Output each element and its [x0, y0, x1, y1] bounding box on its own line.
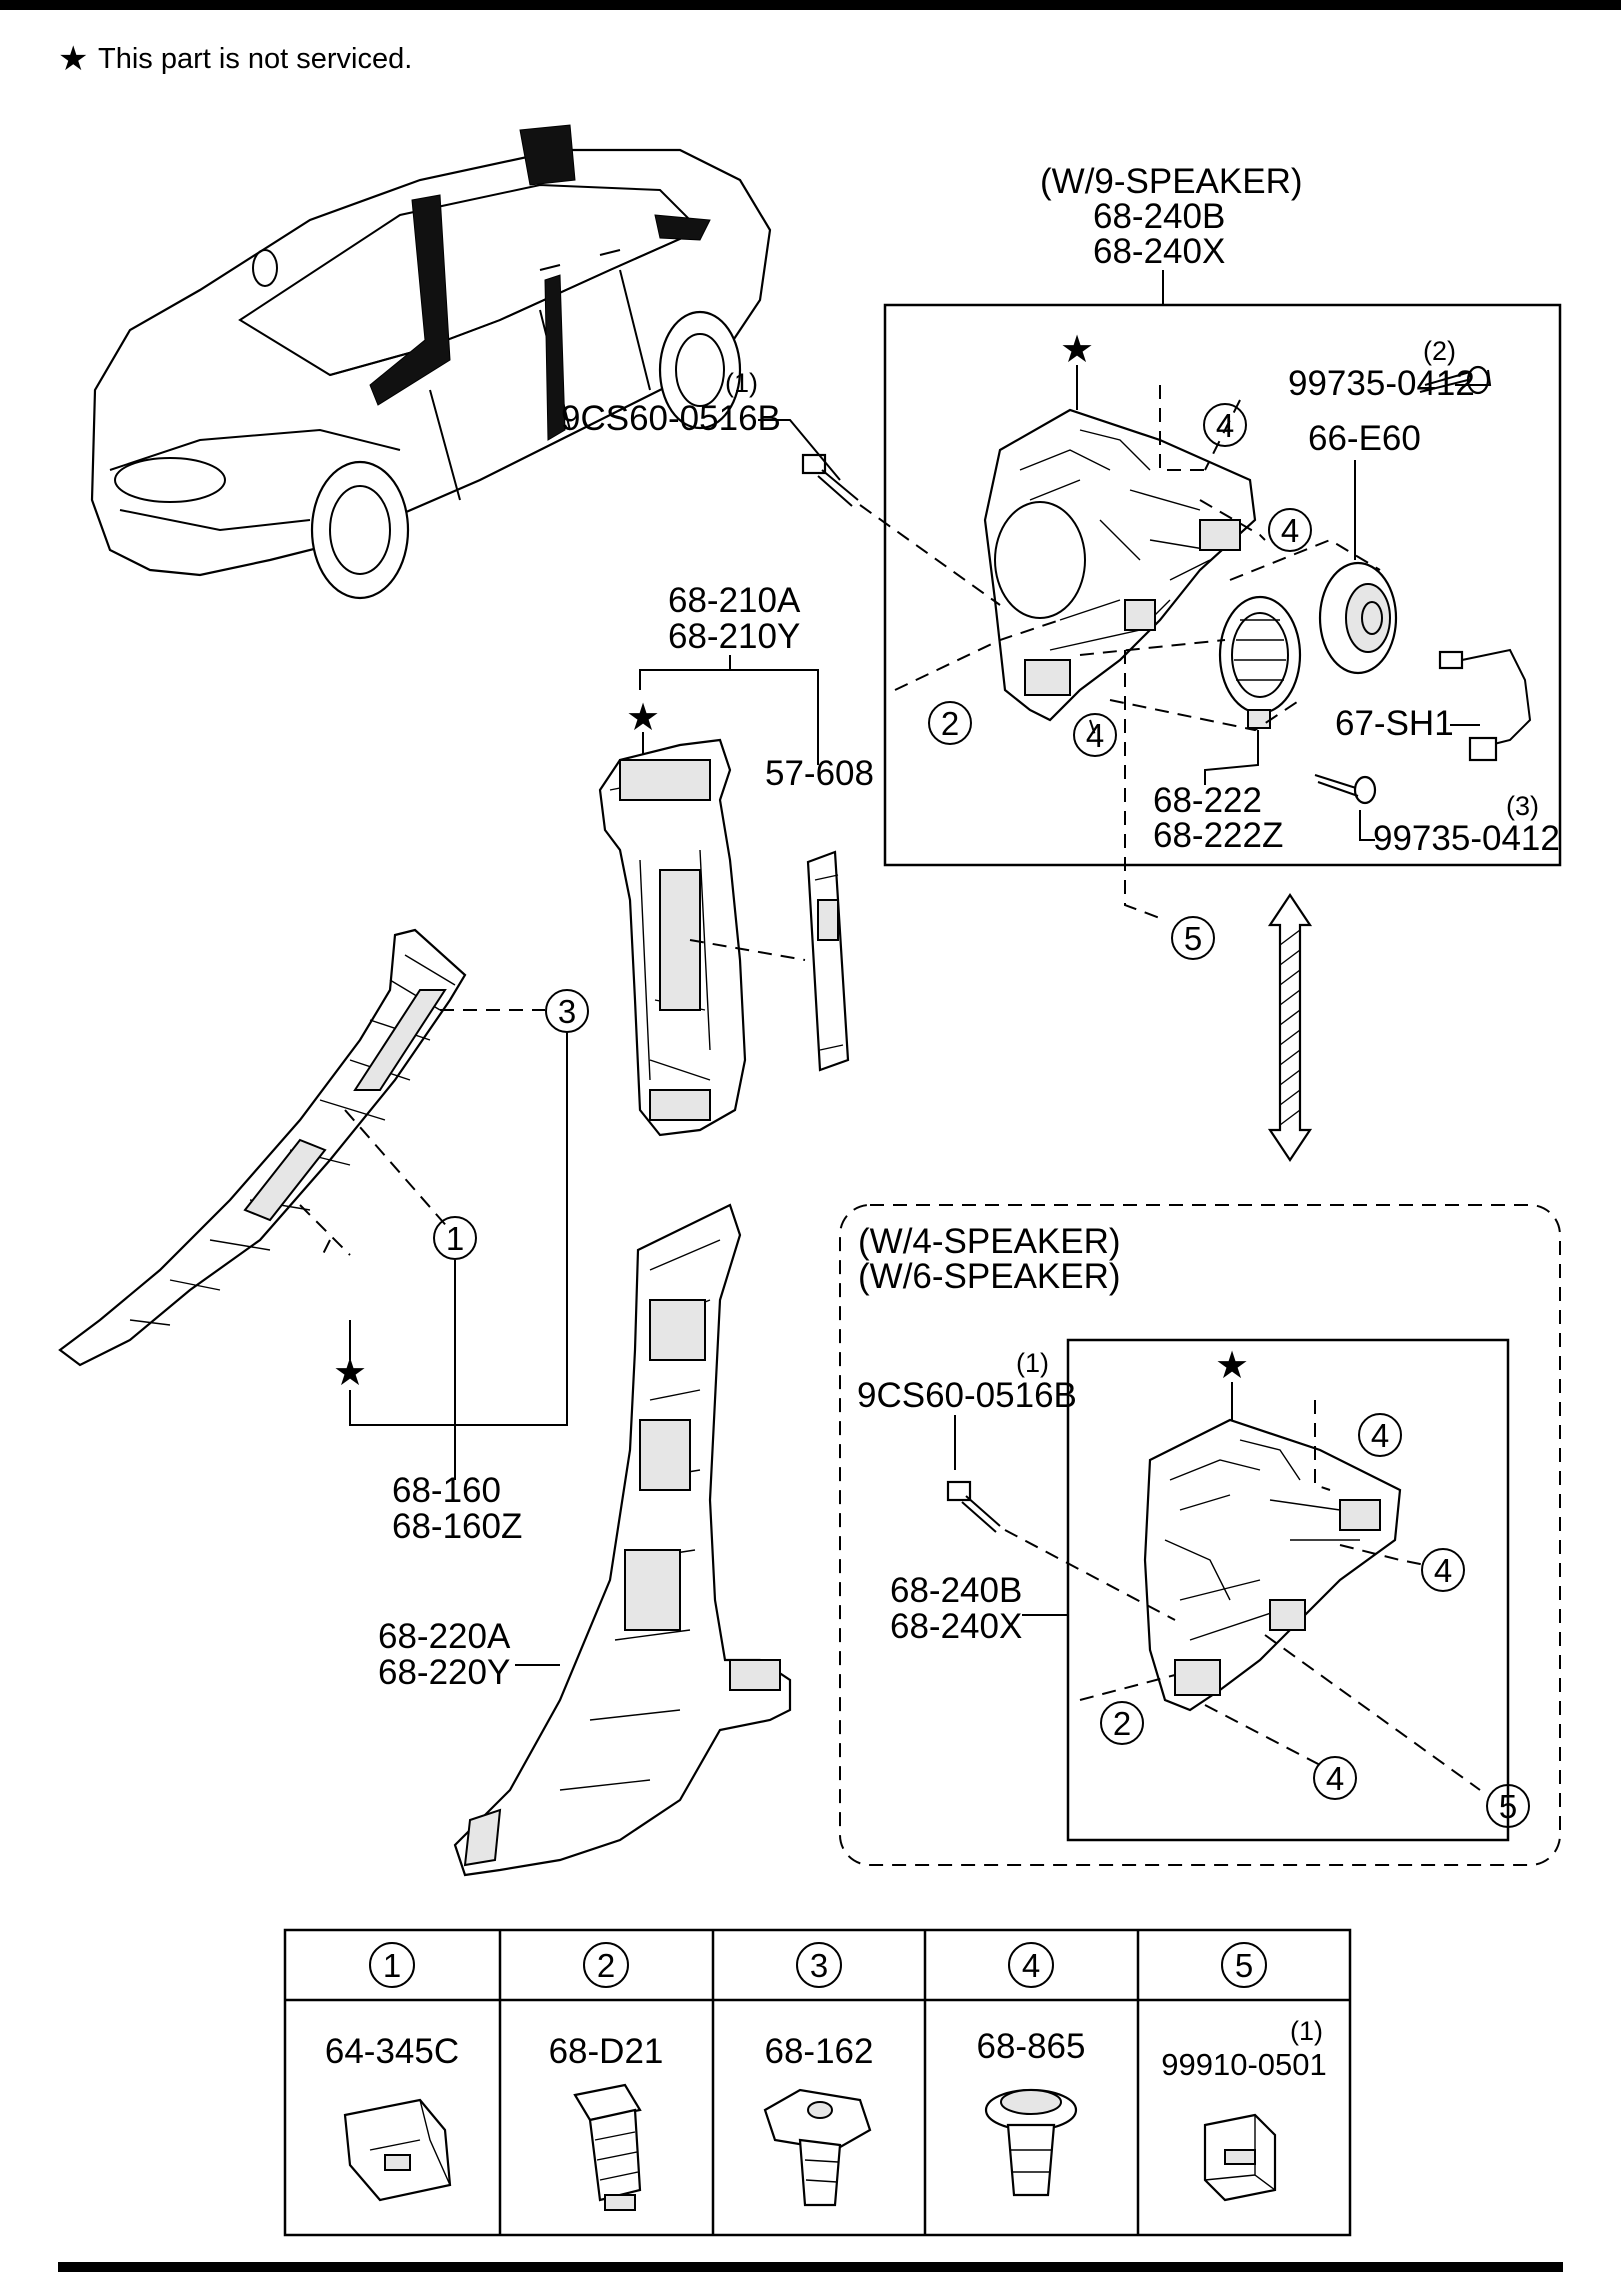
legend-header-4: 4 [1008, 1942, 1054, 1988]
label-q1-bottom: (1) [1016, 1348, 1049, 1378]
label-q3: (3) [1506, 791, 1539, 821]
callout-5-a: 5 [1171, 916, 1215, 960]
label-99735-b: 99735-0412 [1373, 819, 1560, 858]
legend-qty-5: (1) [1290, 2016, 1323, 2046]
square-clip-icon [1203, 2113, 1277, 2202]
legend-header-1: 1 [369, 1942, 415, 1988]
label-w4-68-240b: 68-240B [890, 1571, 1022, 1610]
callout-4-e: 4 [1421, 1548, 1465, 1592]
screw-99735-b [1314, 774, 1377, 805]
svg-text:2: 2 [941, 705, 959, 742]
label-68-160: 68-160 [392, 1471, 501, 1510]
w9-speaker-box [883, 303, 1562, 867]
callout-1-a: 1 [433, 1216, 477, 1260]
label-99735-a: 99735-0412 [1288, 364, 1475, 403]
label-w9-speaker: (W/9-SPEAKER) [1040, 162, 1303, 201]
svg-text:2: 2 [1113, 1705, 1131, 1742]
legend-part-4: 68-865 [977, 2027, 1086, 2066]
legend-header-3: 3 [796, 1942, 842, 1988]
label-w6-speaker: (W/6-SPEAKER) [858, 1257, 1121, 1296]
w4-w6-dashed-box [839, 1204, 1561, 1866]
not-serviced-note: This part is not serviced. [98, 43, 412, 75]
svg-text:1: 1 [446, 1220, 464, 1257]
push-clip-icon [573, 2083, 642, 2211]
label-q2: (2) [1423, 336, 1456, 366]
svg-text:1: 1 [383, 1947, 401, 1984]
svg-text:5: 5 [1184, 920, 1202, 957]
label-q1-top: (1) [725, 368, 758, 398]
label-66-e60: 66-E60 [1308, 419, 1421, 458]
callout-4-f: 4 [1313, 1756, 1357, 1800]
label-68-220y: 68-220Y [378, 1653, 510, 1692]
svg-text:4: 4 [1086, 717, 1104, 754]
trim-clip-icon [763, 2088, 872, 2207]
w4-star: ★ [1215, 1345, 1249, 1387]
label-57-608: 57-608 [765, 754, 874, 793]
svg-text:4: 4 [1326, 1760, 1344, 1797]
speaker-66-e60 [1318, 561, 1398, 675]
legend-part-3: 68-162 [765, 2032, 874, 2071]
a-pillar-trim [58, 928, 467, 1367]
legend-header-2: 2 [583, 1942, 629, 1988]
legend-part-2: 68-D21 [549, 2032, 664, 2071]
svg-text:5: 5 [1499, 1788, 1517, 1825]
bolt-9cs60-top [801, 453, 859, 507]
label-68-210y: 68-210Y [668, 617, 800, 656]
callout-2-a: 2 [928, 701, 972, 745]
callout-4-d: 4 [1358, 1413, 1402, 1457]
pillar-pad-57-608 [806, 850, 850, 1072]
callout-4-a: 4 [1203, 403, 1247, 447]
legend-part-5: 99910-0501 [1161, 2047, 1327, 2082]
harness-67-sh1 [1438, 648, 1532, 762]
svg-text:3: 3 [558, 993, 576, 1030]
top-rule [0, 0, 1621, 10]
callout-3-a: 3 [545, 989, 589, 1033]
label-68-222z: 68-222Z [1153, 816, 1283, 855]
callout-2-b: 2 [1100, 1701, 1144, 1745]
label-w4-speaker: (W/4-SPEAKER) [858, 1222, 1121, 1261]
svg-text:4: 4 [1281, 512, 1299, 549]
label-w4-68-240x: 68-240X [890, 1607, 1022, 1646]
rivet-clip-icon [984, 2088, 1078, 2197]
w9-star: ★ [1060, 329, 1094, 371]
lower-b-pillar-trim [453, 1203, 792, 1877]
svg-text:4: 4 [1371, 1417, 1389, 1454]
w9-pillar-bracket [983, 408, 1257, 722]
callout-4-c: 4 [1073, 713, 1117, 757]
label-68-220a: 68-220A [378, 1617, 511, 1656]
label-68-210a: 68-210A [668, 581, 801, 620]
svg-text:4: 4 [1022, 1947, 1040, 1984]
w4-speaker-box [1066, 1338, 1510, 1842]
svg-text:4: 4 [1434, 1552, 1452, 1589]
clip-bracket-icon [343, 2098, 452, 2202]
svg-text:5: 5 [1235, 1947, 1253, 1984]
svg-text:4: 4 [1216, 407, 1234, 444]
not-serviced-star: ★ [58, 40, 88, 78]
alternative-arrow [1267, 893, 1313, 1162]
label-68-222: 68-222 [1153, 781, 1262, 820]
legend-part-1: 64-345C [325, 2032, 459, 2071]
label-w9-68-240x: 68-240X [1093, 232, 1225, 271]
screw-99735-a [1419, 365, 1490, 395]
label-w9-68-240b: 68-240B [1093, 197, 1225, 236]
car-illustration [90, 124, 772, 600]
bolt-9cs60-bottom [946, 1480, 1001, 1533]
label-68-160z: 68-160Z [392, 1507, 522, 1546]
bottom-rule [58, 2262, 1563, 2272]
svg-text:2: 2 [597, 1947, 615, 1984]
svg-text:3: 3 [810, 1947, 828, 1984]
label-9cs60-bottom: 9CS60-0516B [857, 1376, 1077, 1415]
fastener-legend-table: 1 2 3 4 5 64-345C 68-D21 68-162 68-865 (… [283, 1928, 1352, 2237]
upper-b-pillar-trim [598, 738, 747, 1137]
w4-pillar-bracket [1143, 1418, 1402, 1712]
label-67-sh1: 67-SH1 [1335, 704, 1454, 743]
callout-4-b: 4 [1268, 508, 1312, 552]
tweeter-68-222 [1218, 595, 1302, 729]
callout-5-b: 5 [1486, 1784, 1530, 1828]
label-9cs60-top: 9CS60-0516B [561, 399, 781, 438]
legend-header-5: 5 [1221, 1942, 1267, 1988]
